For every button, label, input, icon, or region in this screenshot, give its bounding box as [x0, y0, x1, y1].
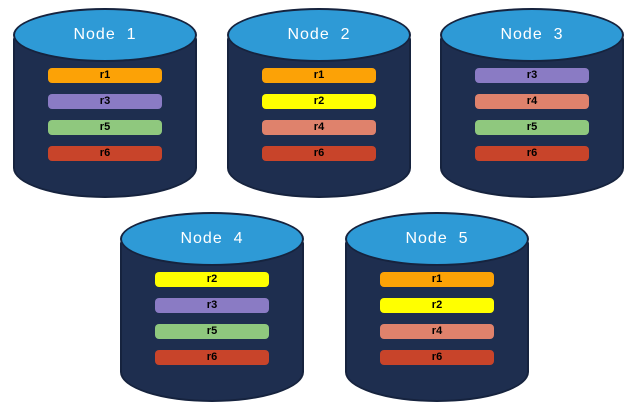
replica-list: r1 r2 r4 r6: [380, 272, 494, 376]
cylinder-body: [120, 238, 304, 402]
replica-bar-r5: r5: [155, 324, 269, 339]
replica-bar-r3: r3: [155, 298, 269, 313]
replica-bar-r5: r5: [48, 120, 162, 135]
replica-list: r1 r2 r4 r6: [262, 68, 376, 172]
cylinder-body: [345, 238, 529, 402]
node-label: Node 5: [405, 230, 469, 247]
replica-label: r1: [313, 69, 325, 81]
replica-label: r6: [313, 147, 325, 159]
cylinder-top-ellipse: Node 3: [440, 8, 624, 62]
replica-label: r1: [431, 273, 443, 285]
replica-label: r4: [526, 95, 538, 107]
replica-bar-r5: r5: [475, 120, 589, 135]
replica-label: r6: [99, 147, 111, 159]
node-label: Node 2: [287, 26, 351, 43]
node-cylinder-node-3: Node 3 r3 r4 r5 r6: [440, 8, 624, 198]
replica-label: r2: [431, 299, 443, 311]
node-cylinder-node-1: Node 1 r1 r3 r5 r6: [13, 8, 197, 198]
node-cylinder-node-5: Node 5 r1 r2 r4 r6: [345, 212, 529, 402]
replica-bar-r4: r4: [262, 120, 376, 135]
node-label: Node 1: [73, 26, 137, 43]
replica-label: r5: [526, 121, 538, 133]
replica-label: r1: [99, 69, 111, 81]
replica-bar-r1: r1: [262, 68, 376, 83]
replica-bar-r4: r4: [380, 324, 494, 339]
replica-bar-r6: r6: [475, 146, 589, 161]
replica-list: r2 r3 r5 r6: [155, 272, 269, 376]
replica-bar-r4: r4: [475, 94, 589, 109]
node-cylinder-node-4: Node 4 r2 r3 r5 r6: [120, 212, 304, 402]
replica-label: r6: [206, 351, 218, 363]
replica-label: r4: [313, 121, 325, 133]
replica-label: r6: [431, 351, 443, 363]
cylinder-top-ellipse: Node 1: [13, 8, 197, 62]
cylinder-top-ellipse: Node 2: [227, 8, 411, 62]
replica-bar-r2: r2: [155, 272, 269, 287]
replica-bar-r6: r6: [48, 146, 162, 161]
replica-list: r3 r4 r5 r6: [475, 68, 589, 172]
replica-label: r3: [99, 95, 111, 107]
replica-bar-r3: r3: [48, 94, 162, 109]
replica-list: r1 r3 r5 r6: [48, 68, 162, 172]
replica-label: r2: [206, 273, 218, 285]
node-label: Node 4: [180, 230, 244, 247]
replica-label: r5: [99, 121, 111, 133]
replica-bar-r2: r2: [262, 94, 376, 109]
replica-bar-r1: r1: [380, 272, 494, 287]
replica-label: r4: [431, 325, 443, 337]
replica-label: r3: [526, 69, 538, 81]
node-label: Node 3: [500, 26, 564, 43]
replica-bar-r3: r3: [475, 68, 589, 83]
replica-label: r5: [206, 325, 218, 337]
replica-bar-r6: r6: [155, 350, 269, 365]
replica-bar-r1: r1: [48, 68, 162, 83]
cylinder-top-ellipse: Node 4: [120, 212, 304, 266]
replica-bar-r2: r2: [380, 298, 494, 313]
replica-label: r6: [526, 147, 538, 159]
replica-label: r2: [313, 95, 325, 107]
node-cylinder-node-2: Node 2 r1 r2 r4 r6: [227, 8, 411, 198]
cylinder-top-ellipse: Node 5: [345, 212, 529, 266]
replica-bar-r6: r6: [380, 350, 494, 365]
replica-bar-r6: r6: [262, 146, 376, 161]
replica-label: r3: [206, 299, 218, 311]
